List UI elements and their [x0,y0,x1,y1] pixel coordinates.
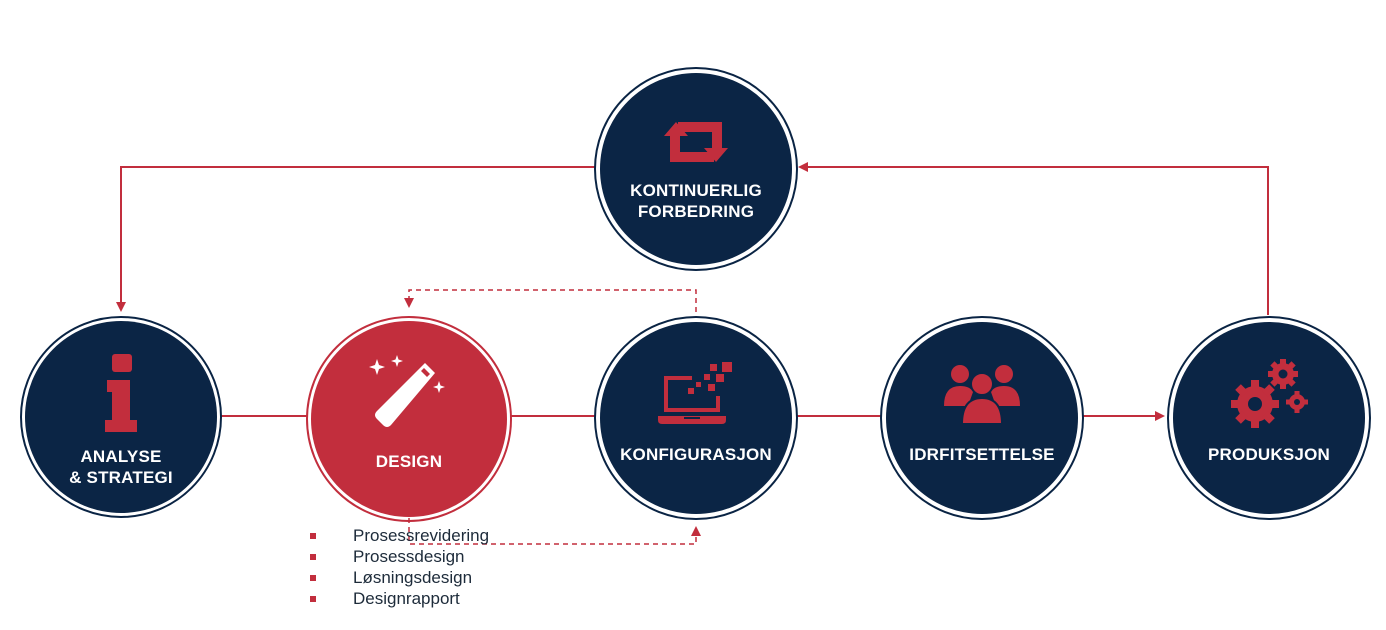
users-group-icon [944,364,1020,425]
list-item: Prosessrevidering [310,525,489,546]
node-label: PRODUKSJON [1208,444,1330,464]
iteration-line-bottom [408,518,701,545]
node-label: KONTINUERLIG FORBEDRING [630,181,762,221]
node-disc: ANALYSE & STRATEGI [25,321,217,513]
list-item-text: Prosessdesign [353,547,465,566]
bullet-square-icon [310,596,316,602]
feedback-line-right [798,162,1269,315]
node-disc: KONTINUERLIG FORBEDRING [600,73,792,265]
feedback-line-left [116,166,596,312]
node-analyse-strategi: ANALYSE & STRATEGI [20,316,222,518]
magic-wand-icon [369,354,445,427]
refresh-arrows-icon [664,122,728,162]
node-idriftsettelse: IDRFITSETTELSE [880,316,1084,520]
list-item-text: Prosessrevidering [353,526,490,545]
list-item-text: Designrapport [353,589,460,608]
bullet-square-icon [310,554,316,560]
info-icon [105,354,137,432]
node-label: DESIGN [375,451,443,471]
node-disc: PRODUKSJON [1173,322,1365,514]
bullet-square-icon [310,575,316,581]
node-konfigurasjon: KONFIGURASJON [594,316,798,520]
list-item-text: Løsningsdesign [353,568,473,587]
list-item: Designrapport [310,588,489,609]
node-produksjon: PRODUKSJON [1167,316,1371,520]
node-label: ANALYSE & STRATEGI [69,447,173,487]
design-deliverables-list: Prosessrevidering Prosessdesign Løsnings… [310,525,489,609]
node-design: DESIGN [306,316,512,522]
node-kontinuerlig-forbedring: KONTINUERLIG FORBEDRING [594,67,798,271]
list-item: Løsningsdesign [310,567,489,588]
node-label: KONFIGURASJON [620,444,772,464]
node-label: IDRFITSETTELSE [909,444,1055,464]
bullet-square-icon [310,533,316,539]
gears-icon [1231,358,1308,428]
list-item: Prosessdesign [310,546,489,567]
node-disc: KONFIGURASJON [600,322,792,514]
laptop-pixels-icon [658,361,732,424]
node-disc: DESIGN [311,321,507,517]
node-disc: IDRFITSETTELSE [886,322,1078,514]
iteration-line-top [404,289,697,312]
